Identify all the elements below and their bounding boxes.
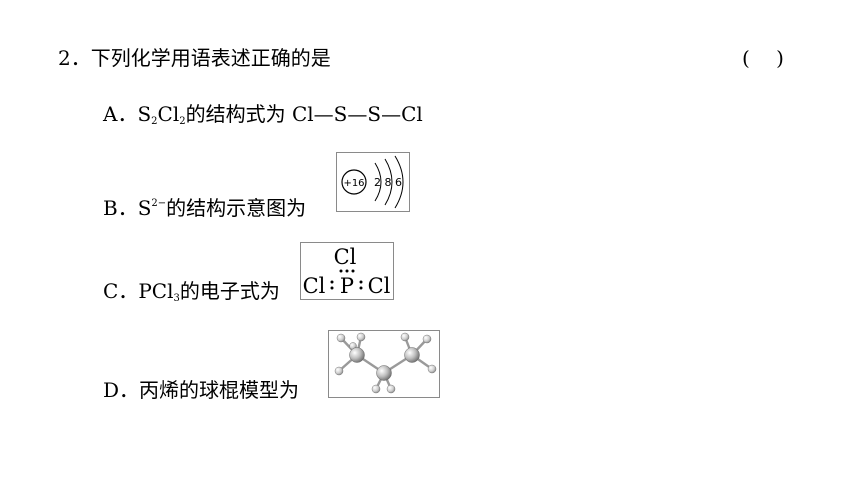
electron-shell-2 xyxy=(384,158,393,206)
option-a-label: A． xyxy=(103,102,138,126)
option-b-text: 的结构示意图为 xyxy=(166,196,307,220)
option-c-label: C． xyxy=(103,279,139,303)
electron-dot xyxy=(359,286,363,290)
option-d-text: 丙烯的球棍模型为 xyxy=(139,378,300,402)
electron-dot xyxy=(330,286,334,290)
electron-dot xyxy=(330,280,334,284)
cl-right: Cl xyxy=(368,274,391,298)
option-b: B．S2−的结构示意图为 xyxy=(103,196,307,220)
ion-structure-diagram: +16 2 8 6 xyxy=(336,152,410,212)
answer-blank: ( ) xyxy=(742,46,784,70)
question-stem: 2．下列化学用语表述正确的是 xyxy=(58,46,331,70)
option-a-text: 的结构式为 Cl—S—S—Cl xyxy=(185,102,423,126)
option-d: D．丙烯的球棍模型为 xyxy=(103,378,299,402)
electron-dot xyxy=(359,280,363,284)
nucleus-charge: +16 xyxy=(343,178,364,189)
hydrogen-atoms xyxy=(334,332,437,394)
option-c-text: 的电子式为 xyxy=(179,279,280,303)
cl-top: Cl xyxy=(334,245,357,269)
carbon-atoms xyxy=(349,347,420,381)
electron-dot xyxy=(351,269,355,273)
ball-stick-model xyxy=(328,330,440,398)
shell-electron-counts: 2 8 6 xyxy=(374,176,402,189)
option-c: C．PCl3的电子式为 xyxy=(103,279,280,304)
option-d-label: D． xyxy=(103,378,140,402)
nucleus-circle xyxy=(341,169,367,195)
p-center: P xyxy=(340,274,354,298)
electron-dot xyxy=(339,269,343,273)
answer-parentheses: ( ) xyxy=(742,46,784,70)
electron-formula-diagram: Cl Cl P Cl xyxy=(300,242,394,300)
option-b-label: B． xyxy=(103,196,138,220)
electron-shell-1 xyxy=(374,162,382,202)
option-a: A．S2Cl2的结构式为 Cl—S—S—Cl xyxy=(103,102,423,127)
electron-shell-3 xyxy=(394,155,404,209)
question-text: 下列化学用语表述正确的是 xyxy=(90,46,331,70)
cl-left: Cl xyxy=(303,274,326,298)
question-number: 2． xyxy=(58,46,91,70)
electron-dot xyxy=(345,269,349,273)
